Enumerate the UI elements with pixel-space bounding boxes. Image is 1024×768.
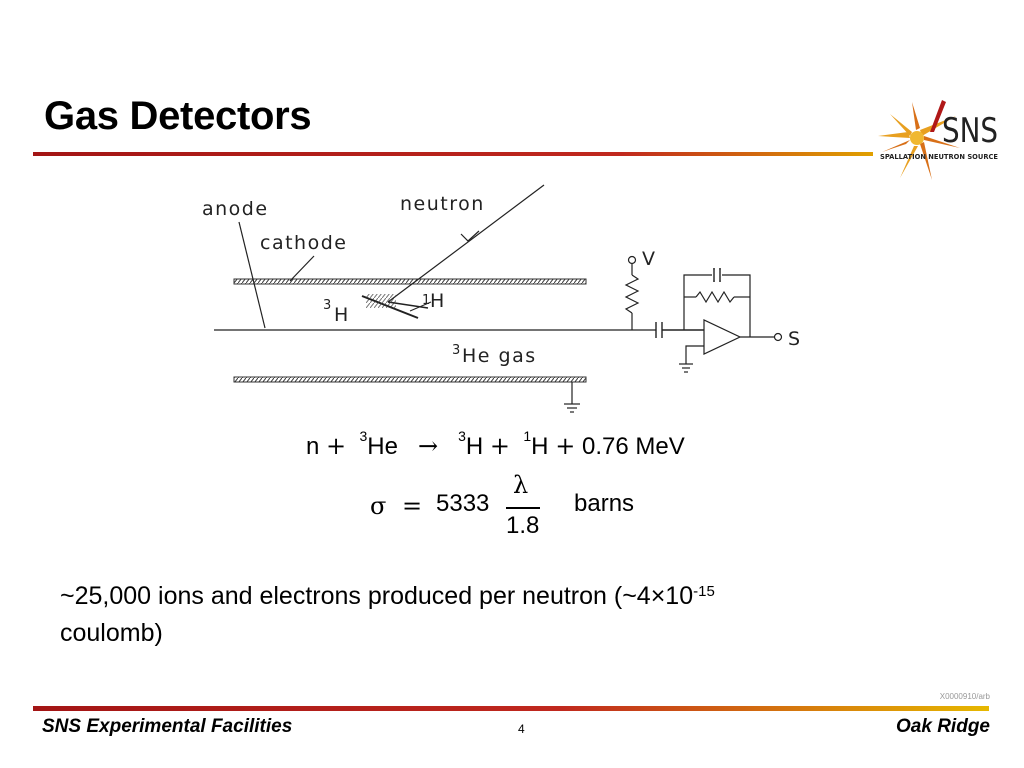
cathode-label: cathode [260, 232, 347, 254]
eq-unit: barns [574, 490, 635, 517]
neutron-track [387, 184, 545, 303]
page-number: 4 [518, 722, 525, 736]
footer-right: Oak Ridge [896, 716, 990, 737]
eq-neutron: n [306, 433, 320, 460]
eq-lambda: λ [513, 471, 529, 499]
neutron-arrowhead [460, 230, 480, 242]
eq-h3-sup: 3 [458, 428, 466, 444]
eq-arrow: → [417, 432, 439, 460]
coupling-capacitor [655, 322, 704, 338]
cathode-top-wall [233, 278, 587, 285]
starburst-icon [878, 100, 960, 180]
footer-left: SNS Experimental Facilities [42, 716, 293, 737]
eq-tritium: H [465, 433, 484, 460]
eq-proton: H [531, 433, 549, 460]
eq-plus: + [489, 432, 511, 460]
proton-pointer [409, 301, 432, 312]
eq-coefficient: 5333 [436, 490, 490, 517]
logo-text: SNS [942, 111, 998, 151]
ionization-cloud [366, 294, 396, 308]
voltage-label: V [642, 248, 657, 270]
voltage-terminal [627, 255, 637, 265]
proton-sup: 1 [422, 293, 430, 308]
footer-divider [33, 706, 989, 711]
slide-title: Gas Detectors [44, 94, 312, 138]
fraction-bar [506, 507, 540, 509]
signal-label: S [788, 328, 802, 350]
slide-code: X0000910/arb [939, 692, 990, 701]
cathode-bottom-wall [233, 376, 587, 383]
body-text: ~25,000 ions and electrons produced per … [60, 578, 920, 652]
logo-subtext: SPALLATION NEUTRON SOURCE [880, 153, 998, 161]
body-text-end: coulomb) [60, 619, 163, 647]
eq-denominator: 1.8 [506, 512, 540, 539]
cathode-pointer [289, 255, 315, 282]
signal-terminal [773, 332, 783, 342]
anode-label: anode [202, 198, 269, 220]
title-divider [33, 152, 873, 156]
amplifier-icon [703, 319, 742, 355]
body-text-main: ~25,000 ions and electrons produced per … [60, 582, 694, 610]
eq-h1-sup: 1 [523, 428, 532, 444]
detector-diagram: anode cathode neutron 3 H 1 H 3 He gas V [202, 184, 802, 413]
anode-pointer [238, 221, 266, 329]
gas-label: He gas [462, 345, 537, 367]
eq-sigma: σ [370, 492, 387, 520]
eq-helium: He [367, 433, 398, 460]
body-text-exponent: -15 [693, 583, 715, 600]
eq-he-sup: 3 [359, 428, 368, 444]
eq-equals: = [402, 492, 423, 520]
gas-sup: 3 [452, 343, 460, 358]
sns-logo: SNS SPALLATION NEUTRON SOURCE [878, 100, 998, 180]
tritium-sup: 3 [323, 298, 331, 313]
neutron-label: neutron [400, 193, 485, 215]
tritium-label: H [334, 304, 350, 326]
bias-resistor [624, 264, 640, 330]
ground-symbol-icon [564, 382, 580, 413]
eq-plus: + [326, 432, 347, 460]
reaction-equation: n + 3He → 3H + 1H + 0.76 MeV [306, 428, 685, 461]
proton-label: H [430, 290, 446, 312]
amp-ground-icon [679, 345, 704, 373]
eq-energy: 0.76 MeV [581, 433, 685, 460]
eq-plus: + [555, 432, 576, 460]
